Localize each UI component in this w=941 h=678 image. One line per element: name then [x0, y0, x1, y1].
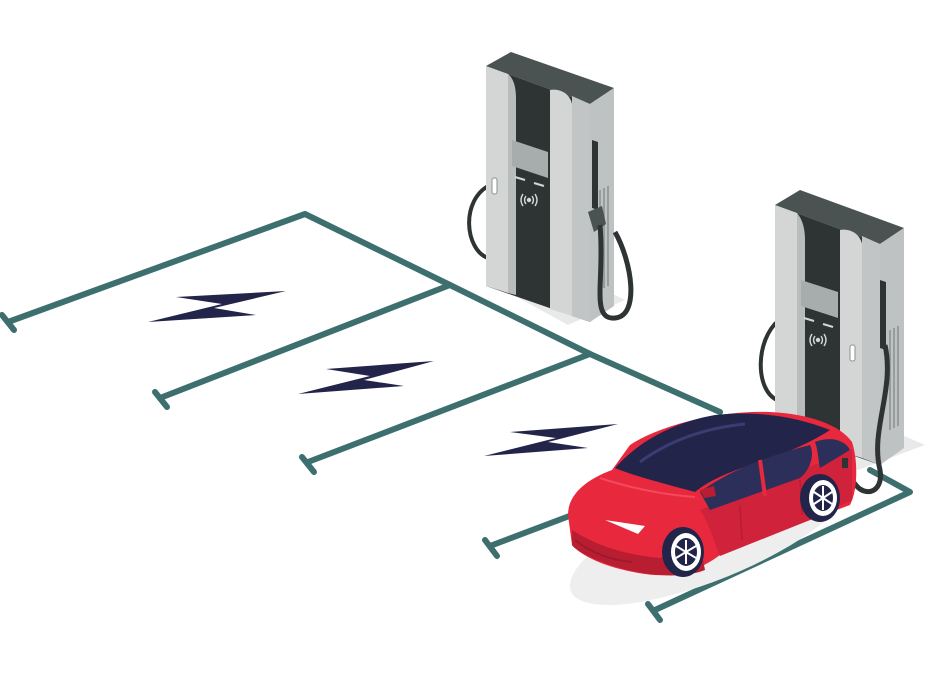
parking-line-top-end — [0, 312, 17, 333]
charging-station-1 — [467, 52, 634, 325]
parking-line-bottom-end — [645, 601, 663, 623]
parking-line-3 — [305, 351, 723, 465]
parking-bolts — [148, 291, 618, 456]
charging-cable — [845, 344, 890, 495]
parking-line-2 — [157, 282, 593, 401]
car-headlight — [605, 520, 645, 534]
parking-lines — [0, 211, 913, 623]
car-wheel-front — [662, 527, 704, 577]
charging-cable — [597, 224, 634, 321]
car-windshield — [615, 413, 830, 492]
lightning-bolt-icon — [484, 424, 618, 456]
electric-car — [568, 411, 857, 605]
parking-line-top — [5, 211, 453, 325]
car-side-window — [700, 445, 812, 510]
charging-cable — [758, 318, 781, 402]
car-wheel-rear — [800, 474, 840, 522]
parking-line-4 — [487, 509, 583, 549]
contactless-icon — [809, 333, 827, 347]
contactless-icon — [520, 193, 538, 207]
lightning-bolt-icon — [148, 291, 286, 322]
station-screen — [801, 280, 838, 318]
parking-line-2-end — [152, 389, 170, 410]
lightning-bolt-icon — [298, 361, 434, 394]
station-screen — [512, 140, 548, 178]
parking-line-3-end — [299, 454, 317, 475]
charging-cable — [467, 183, 492, 260]
parking-line-4-end — [482, 537, 500, 559]
